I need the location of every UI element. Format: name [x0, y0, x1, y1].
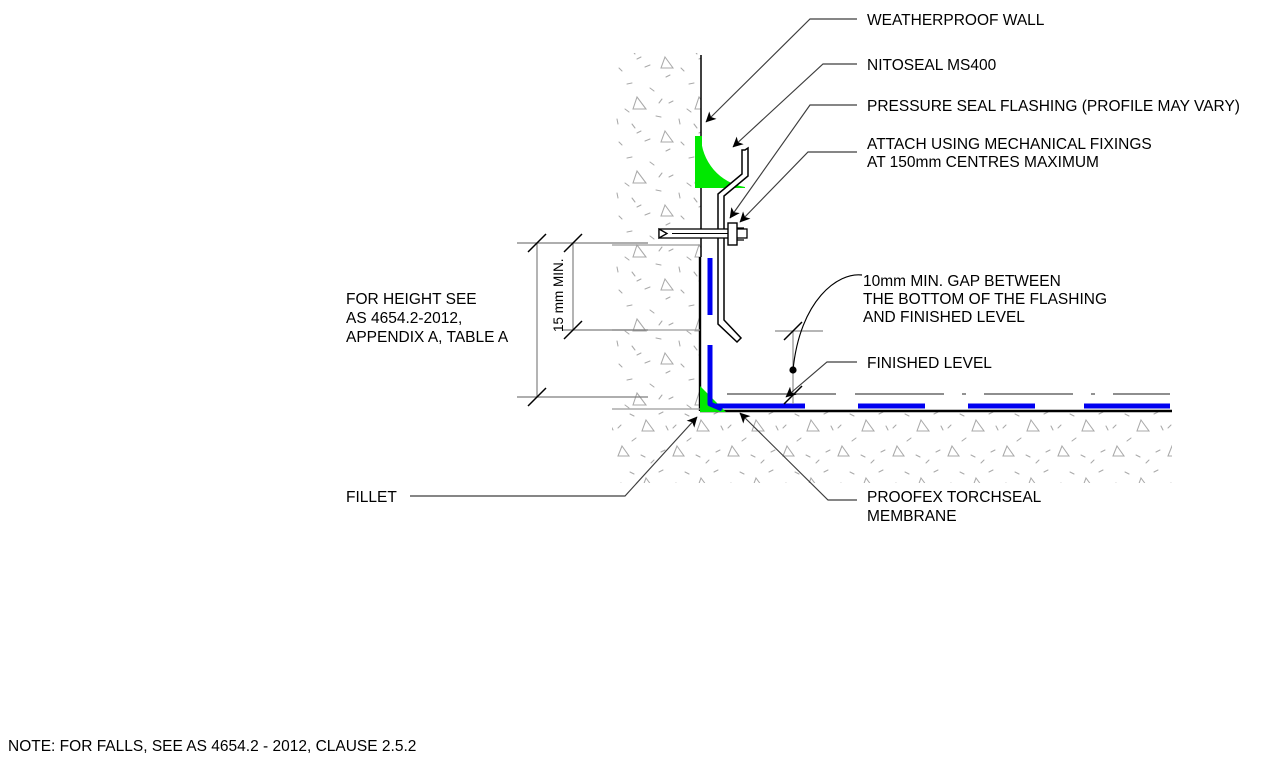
pressure-seal-flashing: [717, 146, 749, 344]
gap-dimension: [775, 321, 823, 405]
note-falls-clause: NOTE: FOR FALLS, SEE AS 4654.2 - 2012, C…: [8, 738, 416, 755]
label-mechanical-fixings-line2: AT 150mm CENTRES MAXIMUM: [867, 154, 1099, 171]
leader-gap-dot: [789, 366, 797, 374]
label-mechanical-fixings-line1: ATTACH USING MECHANICAL FIXINGS: [867, 136, 1152, 153]
fixing-tip: [658, 227, 669, 240]
leader-pressure-seal-flashing: [729, 104, 857, 219]
slab-concrete-hatch: [612, 411, 1172, 483]
nitoseal-green-fill: [701, 136, 745, 188]
flashing-profile-outline: [717, 146, 749, 344]
dimension-group: [517, 242, 648, 398]
label-pressure-seal-flashing: PRESSURE SEAL FLASHING (PROFILE MAY VARY…: [867, 98, 1240, 115]
leader-nitoseal: [732, 63, 857, 148]
label-nitoseal-ms400: NITOSEAL MS400: [867, 57, 997, 74]
dimension-ticks: [527, 233, 583, 407]
dim-tick-inner-bottom: [563, 320, 583, 340]
dim-tick-outer-top: [527, 233, 547, 253]
proofex-torchseal-membrane: [707, 258, 1170, 412]
dimension-label-15mm-min: 15 mm MIN.: [551, 258, 566, 332]
label-gap-line1: 10mm MIN. GAP BETWEEN: [863, 273, 1061, 290]
label-membrane-line2: MEMBRANE: [867, 508, 957, 525]
label-height-line2: AS 4654.2-2012,: [346, 310, 462, 327]
label-fillet: FILLET: [346, 489, 397, 506]
dim-tick-inner-top: [563, 233, 583, 253]
dim-tick-outer-bottom: [527, 387, 547, 407]
leader-lines: [410, 18, 863, 501]
leader-finished-level: [785, 361, 857, 398]
leader-fillet: [410, 416, 698, 497]
leader-weatherproof-wall: [705, 18, 857, 123]
fixing-head: [727, 222, 738, 246]
label-finished-level: FINISHED LEVEL: [867, 355, 992, 372]
label-height-line1: FOR HEIGHT SEE: [346, 291, 477, 308]
nitoseal-sealant-bead: [695, 136, 745, 188]
mechanical-fixing: [658, 222, 748, 246]
leader-membrane: [739, 412, 857, 501]
fixing-washer-flanges: [737, 227, 744, 241]
gap-dim-tick-top: [783, 321, 803, 341]
leader-gap-spline: [792, 274, 863, 371]
label-gap-line2: THE BOTTOM OF THE FLASHING: [863, 291, 1107, 308]
label-membrane-line1: PROOFEX TORCHSEAL: [867, 489, 1042, 506]
label-height-line3: APPENDIX A, TABLE A: [346, 329, 509, 346]
label-weatherproof-wall: WEATHERPROOF WALL: [867, 12, 1045, 29]
label-gap-line3: AND FINISHED LEVEL: [863, 309, 1025, 326]
nitoseal-green-embed: [695, 136, 702, 188]
leader-mechanical-fixings: [739, 151, 857, 223]
